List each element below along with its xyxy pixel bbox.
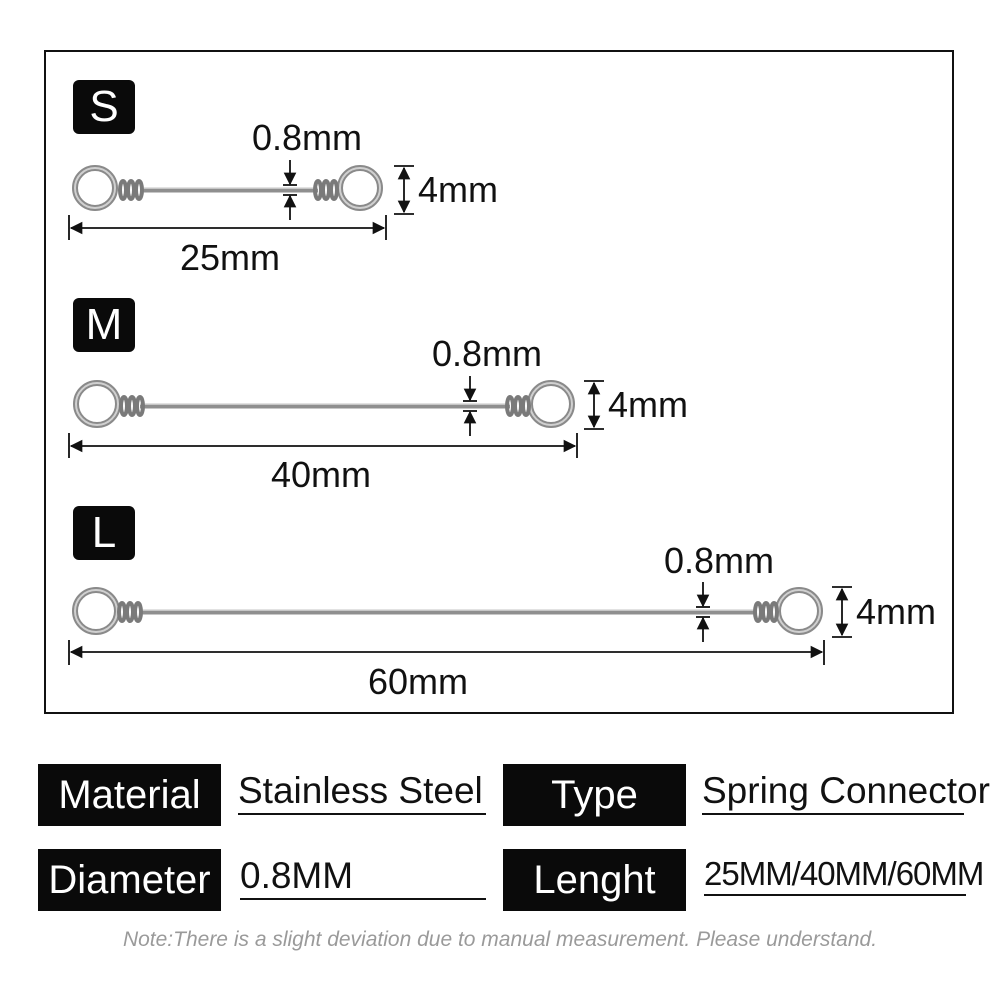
material-value: Stainless Steel <box>238 772 486 815</box>
diameter-value: 0.8MM <box>240 857 486 900</box>
length-label-l: 60mm <box>368 661 469 702</box>
dimension-lines-s <box>68 160 414 240</box>
size-badge-l: L <box>73 506 135 560</box>
length-label: Lenght <box>503 849 686 911</box>
type-value: Spring Connector <box>702 772 990 815</box>
measurement-note: Note:There is a slight deviation due to … <box>122 928 878 951</box>
material-label: Material <box>38 764 221 826</box>
diameter-label: Diameter <box>38 849 221 911</box>
length-label-s: 25mm <box>180 237 281 278</box>
connector-l <box>72 587 823 635</box>
dimension-lines-m <box>68 376 604 458</box>
length-label-m: 40mm <box>271 454 372 495</box>
type-label: Type <box>503 764 686 826</box>
dimension-lines-l <box>68 582 852 665</box>
length-value: 25MM/40MM/60MM <box>704 857 984 896</box>
height-label-s: 4mm <box>418 169 498 210</box>
height-label-l: 4mm <box>856 591 936 632</box>
size-badge-m: M <box>73 298 135 352</box>
diameter-label-m: 0.8mm <box>432 333 543 374</box>
connector-m <box>73 380 575 428</box>
size-badge-s: S <box>73 80 135 134</box>
diameter-label-s: 0.8mm <box>252 117 363 158</box>
product-diagram-frame <box>44 50 954 714</box>
height-label-m: 4mm <box>608 384 688 425</box>
diameter-label-l: 0.8mm <box>664 540 775 581</box>
connector-s <box>72 165 383 211</box>
